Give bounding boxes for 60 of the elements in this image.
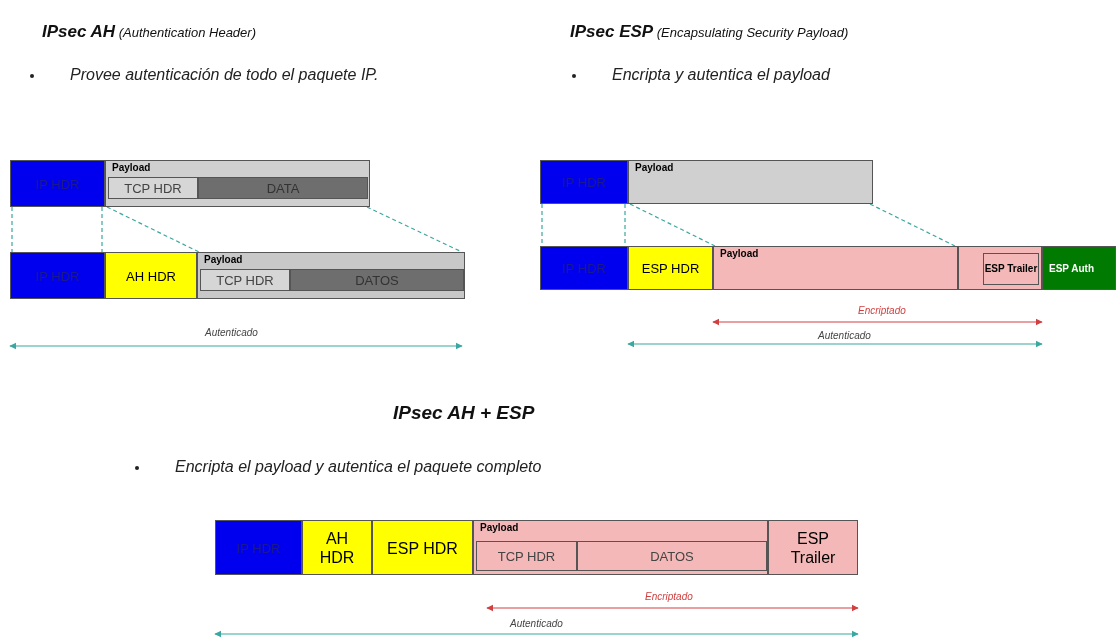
header-field (372, 520, 473, 575)
mapping-line (11, 206, 103, 253)
field-title: Payload (635, 162, 674, 174)
dimension-label: Autenticado (818, 330, 871, 341)
field-label: ESP Auth (1049, 261, 1095, 276)
payload-field (105, 160, 370, 207)
field-label: ESP HDR (640, 260, 701, 276)
field-label: DATA (265, 180, 301, 196)
payload-part (200, 269, 290, 291)
field-label: IP HDR (561, 174, 607, 190)
field-label: DATOS (354, 272, 400, 288)
field-label: IP HDR (34, 176, 81, 191)
dimension-label: Encriptado (858, 305, 906, 316)
payload-field (713, 246, 958, 290)
field-label: TCP HDR (215, 272, 275, 288)
payload-field (197, 252, 465, 299)
field-label: DATOS (649, 548, 695, 564)
section-heading: IPsec ESP (Encapsulating Security Payload) (570, 22, 849, 42)
header-field (10, 252, 105, 299)
field-title: Payload (480, 522, 519, 534)
payload-field (473, 520, 768, 575)
auth-field (1042, 246, 1116, 290)
header-field (105, 252, 197, 299)
trailer-field (958, 246, 1042, 290)
payload-part (577, 541, 767, 571)
bullet-text: Encripta el payload y autentica el paquete completo (175, 458, 542, 476)
field-title: Payload (204, 254, 243, 266)
trailer-field (983, 253, 1039, 285)
header-field (768, 520, 858, 575)
field-label: TCP HDR (496, 548, 557, 564)
field-label: AH HDR (318, 528, 356, 567)
dimension-label: Encriptado (645, 591, 693, 602)
field-label: TCP HDR (123, 180, 183, 196)
field-label: IP HDR (34, 268, 81, 283)
field-label: ESP Trailer (789, 528, 837, 567)
field-label: ESP Trailer (984, 263, 1038, 275)
field-title: Payload (112, 162, 151, 174)
header-field (628, 246, 713, 290)
dimension-label: Autenticado (205, 327, 258, 338)
payload-field (628, 160, 873, 204)
field-label: IP HDR (235, 540, 282, 555)
header-field (540, 160, 628, 204)
header-field (215, 520, 302, 575)
header-field (540, 246, 628, 290)
bullet-text: Provee autenticación de todo el paquete IP. (70, 66, 380, 84)
payload-part (476, 541, 577, 571)
field-title: Payload (720, 248, 759, 260)
header-field (10, 160, 105, 207)
bullet-text: Encripta y autentica el payload (612, 66, 830, 84)
field-label: AH HDR (125, 268, 177, 283)
section-heading: IPsec AH (Authentication Header) (42, 22, 256, 42)
section-heading: IPsec AH + ESP (393, 402, 535, 424)
mapping-line (629, 203, 956, 247)
dimension-label: Autenticado (510, 618, 563, 629)
payload-part (108, 177, 198, 199)
field-label: IP HDR (561, 260, 607, 276)
payload-part (198, 177, 368, 199)
payload-part (290, 269, 464, 291)
header-field (302, 520, 372, 575)
field-label: ESP HDR (386, 538, 459, 557)
